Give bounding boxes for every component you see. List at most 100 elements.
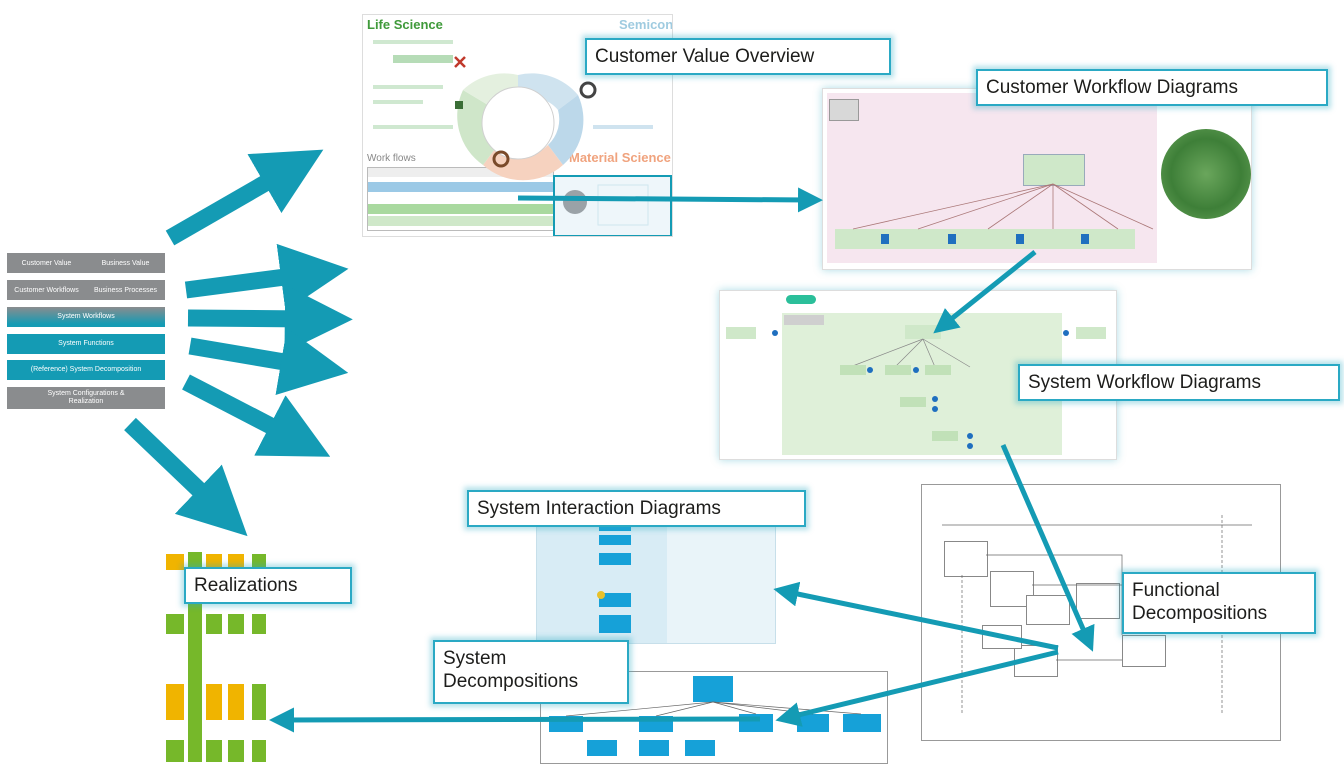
thumb-line: [373, 125, 453, 129]
interaction-box: [599, 615, 631, 633]
gear-icon: [579, 81, 597, 99]
customer-workflow-thumbnail: [822, 88, 1252, 270]
system-interaction-thumbnail: [536, 518, 776, 644]
stack-label-system-configurations: System Configurations &: [47, 390, 125, 397]
callout-system-decompositions-line1: System: [443, 648, 507, 669]
stack-label-customer-value: Customer Value: [21, 259, 72, 267]
stack-row-customer-value[interactable]: Customer Value Business Value: [7, 253, 165, 273]
arrow-to-system-functions: [188, 327, 349, 395]
arrow-value-to-workflow: [517, 187, 823, 213]
table-row: [368, 182, 553, 192]
workflow-node: [726, 327, 756, 339]
thumb-line: [373, 40, 453, 44]
material-science-heading: Material Science: [569, 150, 671, 165]
arrow-to-customer-value: [165, 149, 324, 246]
callout-system-decompositions-line2: Decompositions: [443, 671, 579, 692]
workflow-tag: [786, 295, 816, 304]
realization-cell: [166, 554, 184, 570]
close-icon: [454, 56, 466, 68]
stack-row-system-workflows[interactable]: System Workflows: [7, 307, 165, 327]
component-box: [843, 714, 881, 732]
realization-cell: [228, 740, 244, 762]
callout-customer-value-overview-text: Customer Value Overview: [595, 46, 815, 67]
work-flows-heading: Work flows: [367, 153, 416, 164]
workflow-node: [1076, 327, 1106, 339]
realization-bar: [188, 552, 202, 762]
network-graph: [1161, 129, 1251, 219]
realization-cell: [252, 614, 266, 634]
component-box: [587, 740, 617, 756]
stack-row-system-configurations[interactable]: System Configurations & Realization: [7, 387, 165, 409]
stack-label-realization: Realization: [68, 398, 104, 405]
realization-cell: [252, 740, 266, 762]
stack-row-customer-workflows[interactable]: Customer Workflows Business Processes: [7, 280, 165, 300]
callout-system-interaction-diagrams-text: System Interaction Diagrams: [477, 498, 721, 519]
gear-icon: [492, 150, 510, 168]
realization-cell: [252, 554, 266, 570]
system-workflow-edges: [772, 330, 1069, 449]
callout-system-workflow-diagrams: System Workflow Diagrams: [1018, 364, 1340, 401]
stack-label-customer-workflows: Customer Workflows: [14, 286, 79, 294]
callout-customer-value-overview: Customer Value Overview: [585, 38, 891, 75]
stack-label-system-functions: System Functions: [58, 340, 114, 347]
realization-cell: [252, 684, 266, 720]
interaction-dot: [597, 591, 605, 599]
workflow-node: [905, 325, 941, 339]
callout-customer-workflow-diagrams-text: Customer Workflow Diagrams: [986, 77, 1238, 98]
callout-realizations: Realizations: [184, 567, 352, 604]
value-wheel: [454, 56, 649, 226]
workflow-title-box: [784, 315, 824, 325]
interaction-right-pane: [667, 519, 775, 643]
realization-cell: [166, 614, 184, 634]
workflow-node: [1023, 154, 1085, 186]
table-row: [368, 204, 553, 214]
interaction-box: [599, 593, 631, 607]
callout-customer-workflow-diagrams: Customer Workflow Diagrams: [976, 69, 1328, 106]
interaction-box: [599, 553, 631, 565]
life-science-heading: Life Science: [367, 17, 443, 32]
callout-functional-decompositions: Functional Decompositions: [1122, 572, 1316, 634]
arrow-functional-to-interaction: [773, 581, 1059, 651]
function-box: [1122, 635, 1166, 667]
callout-realizations-text: Realizations: [194, 575, 298, 596]
realization-cell: [228, 614, 244, 634]
realization-cell: [206, 614, 222, 634]
interaction-box: [599, 525, 631, 531]
realization-cell: [206, 684, 222, 720]
function-box: [944, 541, 988, 577]
arrow-to-system-workflows: [187, 284, 353, 353]
interaction-box: [599, 535, 631, 545]
table-row: [368, 216, 553, 226]
customer-value-overview-thumbnail: Life Science Semicon Material Science Wo…: [362, 14, 673, 237]
chart-icon: [455, 101, 463, 109]
realization-cell: [228, 554, 244, 570]
semicon-heading: Semicon: [619, 17, 673, 32]
component-box: [693, 676, 733, 702]
arrow-to-customer-workflows: [184, 243, 349, 312]
function-box: [1076, 583, 1120, 619]
workflow-title-box: [829, 99, 859, 121]
callout-system-decompositions: System Decompositions: [433, 640, 629, 704]
workflow-edges: [852, 183, 1154, 244]
realization-cell: [166, 740, 184, 762]
stack-label-system-decomposition: (Reference) System Decomposition: [30, 366, 142, 373]
arrow-decomposition-to-realizations: [269, 707, 761, 733]
arrow-to-realizations: [124, 417, 248, 537]
workflow-lane: [835, 229, 1135, 249]
arrow-to-system-decomposition: [182, 374, 331, 457]
component-box: [797, 714, 829, 732]
callout-functional-decompositions-line2: Decompositions: [1132, 603, 1268, 624]
realization-cell: [206, 740, 222, 762]
callout-system-workflow-diagrams-text: System Workflow Diagrams: [1028, 372, 1261, 393]
stack-row-system-decomposition[interactable]: (Reference) System Decomposition: [7, 360, 165, 380]
stack-row-system-functions[interactable]: System Functions: [7, 334, 165, 354]
callout-functional-decompositions-line1: Functional: [1132, 580, 1220, 601]
table-header: [368, 168, 553, 177]
arrow-system-workflow-to-functional: [1000, 444, 1095, 652]
thumb-line: [373, 85, 443, 89]
arrow-functional-to-system-decomposition: [775, 649, 1059, 727]
function-box: [1026, 595, 1070, 625]
component-box: [639, 740, 669, 756]
arrow-workflow-to-system-workflow: [933, 250, 1037, 334]
